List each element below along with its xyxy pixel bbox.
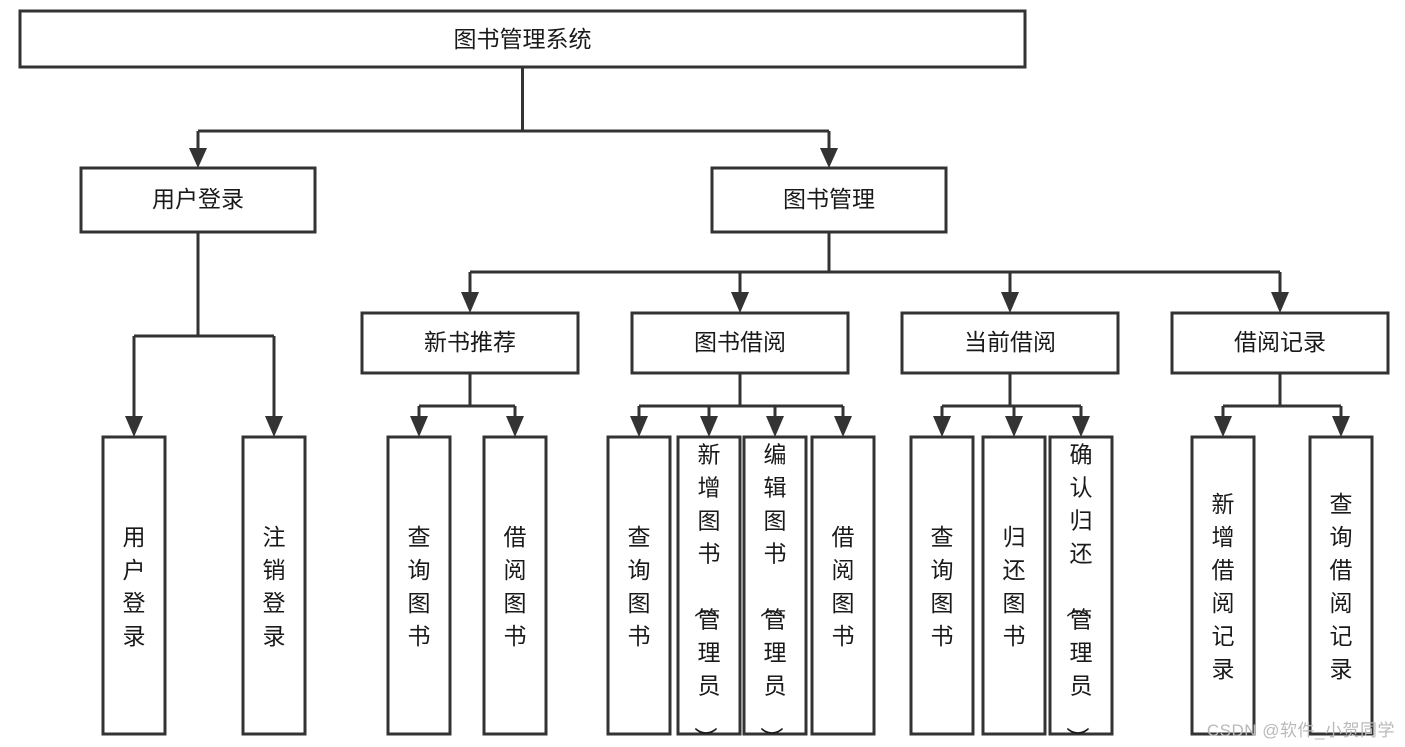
node-book-borrow-box[interactable] [630,311,850,375]
leaf-node-label: 注销登录 [263,524,286,649]
connector-group-book-borrow [630,373,852,437]
connector-group-book-mgmt [461,232,1289,313]
node-user-login[interactable]: 用户登录 [79,166,317,234]
arrowhead-leaf-borrow-book-2 [834,416,852,437]
leaf-node-label: 查询图书 [628,524,651,649]
node-root-system[interactable]: 图书管理系统 [18,9,1027,69]
node-new-book-recommend-box[interactable] [360,311,580,375]
arrowhead-leaf-user-login [125,416,143,437]
leaf-node-box[interactable] [482,435,548,736]
leaf-node-label: 归还图书 [1003,524,1026,649]
node-borrow-record-label: 借阅记录 [1234,329,1326,355]
leaf-node-label: 确认归还（管理员） [1065,442,1093,747]
connector-group-root [189,67,838,168]
leaf-node-box[interactable] [101,435,167,736]
leaf-node[interactable]: 新增借阅记录 [1190,435,1256,736]
node-borrow-record[interactable]: 借阅记录 [1170,311,1390,375]
connector-group-new-book-rec [410,373,524,437]
arrowhead-leaf-logout [265,416,283,437]
leaf-node-label: 新增借阅记录 [1212,491,1235,682]
leaf-node[interactable]: 新增图书（管理员） [676,435,742,747]
arrowhead-leaf-query-book-2 [630,416,648,437]
leaf-node-box[interactable] [810,435,876,736]
node-book-borrow-label: 图书借阅 [694,329,786,355]
leaf-node[interactable]: 归还图书 [981,435,1047,736]
leaf-node-box[interactable] [241,435,307,736]
leaf-node[interactable]: 编辑图书（管理员） [742,435,808,747]
arrowhead-current-borrow [1001,292,1019,313]
arrowhead-leaf-borrow-book-1 [506,416,524,437]
arrowhead-book-mgmt [820,148,838,168]
leaf-node-label: 查询图书 [931,524,954,649]
leaf-node-box[interactable] [742,435,808,736]
csdn-watermark: CSDN @软件_小贺同学 [1206,721,1395,740]
node-root-system-label: 图书管理系统 [454,26,592,52]
arrowhead-new-book-rec [461,292,479,313]
leaf-node[interactable]: 借阅图书 [810,435,876,736]
arrowhead-leaf-query-record [1332,416,1350,437]
leaf-node[interactable]: 用户登录 [101,435,167,736]
node-book-management-box[interactable] [710,166,948,234]
leaf-node-label: 查询借阅记录 [1330,491,1353,682]
node-new-book-recommend-label: 新书推荐 [424,329,516,355]
leaf-node[interactable]: 查询图书 [909,435,975,736]
arrowhead-leaf-query-book-3 [933,416,951,437]
leaf-node[interactable]: 注销登录 [241,435,307,736]
leaf-node-label: 编辑图书（管理员） [759,442,787,747]
node-current-borrow-box[interactable] [900,311,1120,375]
node-new-book-recommend[interactable]: 新书推荐 [360,311,580,375]
node-root-system-box[interactable] [18,9,1027,69]
node-borrow-record-box[interactable] [1170,311,1390,375]
arrowhead-leaf-query-book-1 [410,416,428,437]
leaf-node-box[interactable] [909,435,975,736]
arrowhead-user-login [189,148,207,168]
leaf-node-box[interactable] [981,435,1047,736]
leaf-node-box[interactable] [606,435,672,736]
leaf-node[interactable]: 查询借阅记录 [1308,435,1374,736]
leaf-node-box[interactable] [386,435,452,736]
leaf-node[interactable]: 查询图书 [386,435,452,736]
leaf-node-label: 新增图书（管理员） [693,442,721,747]
arrowhead-book-borrow [731,292,749,313]
arrowhead-leaf-edit-book [766,416,784,437]
leaf-node-label: 用户登录 [123,524,146,649]
leaf-node-box[interactable] [1190,435,1256,736]
arrowhead-leaf-confirm-return [1072,416,1090,437]
leaf-node-box[interactable] [1308,435,1374,736]
leaf-node-box[interactable] [1048,435,1114,736]
arrowhead-leaf-add-book [700,416,718,437]
arrowhead-leaf-return-book [1005,416,1023,437]
node-book-borrow[interactable]: 图书借阅 [630,311,850,375]
leaf-node-label: 查询图书 [408,524,431,649]
node-current-borrow[interactable]: 当前借阅 [900,311,1120,375]
leaf-node[interactable]: 查询图书 [606,435,672,736]
leaf-node-label: 借阅图书 [504,524,527,649]
connector-group-current-borrow [933,373,1090,437]
leaf-node[interactable]: 借阅图书 [482,435,548,736]
arrowhead-borrow-record [1271,292,1289,313]
leaf-node[interactable]: 确认归还（管理员） [1048,435,1114,747]
arrowhead-leaf-add-record [1214,416,1232,437]
node-book-management[interactable]: 图书管理 [710,166,948,234]
leaf-node-box[interactable] [676,435,742,736]
node-current-borrow-label: 当前借阅 [964,329,1056,355]
node-book-management-label: 图书管理 [783,186,875,212]
node-user-login-box[interactable] [79,166,317,234]
node-user-login-label: 用户登录 [152,186,244,212]
connector-group-user-login [125,232,283,437]
leaf-node-label: 借阅图书 [832,524,855,649]
leaf-node-layer: 用户登录 注销登录 查询图书 借阅图书 查询图书 新增图书（管理员） 编辑图书（管理员） 借阅… [101,435,1374,747]
connector-group-borrow-record [1214,373,1350,437]
